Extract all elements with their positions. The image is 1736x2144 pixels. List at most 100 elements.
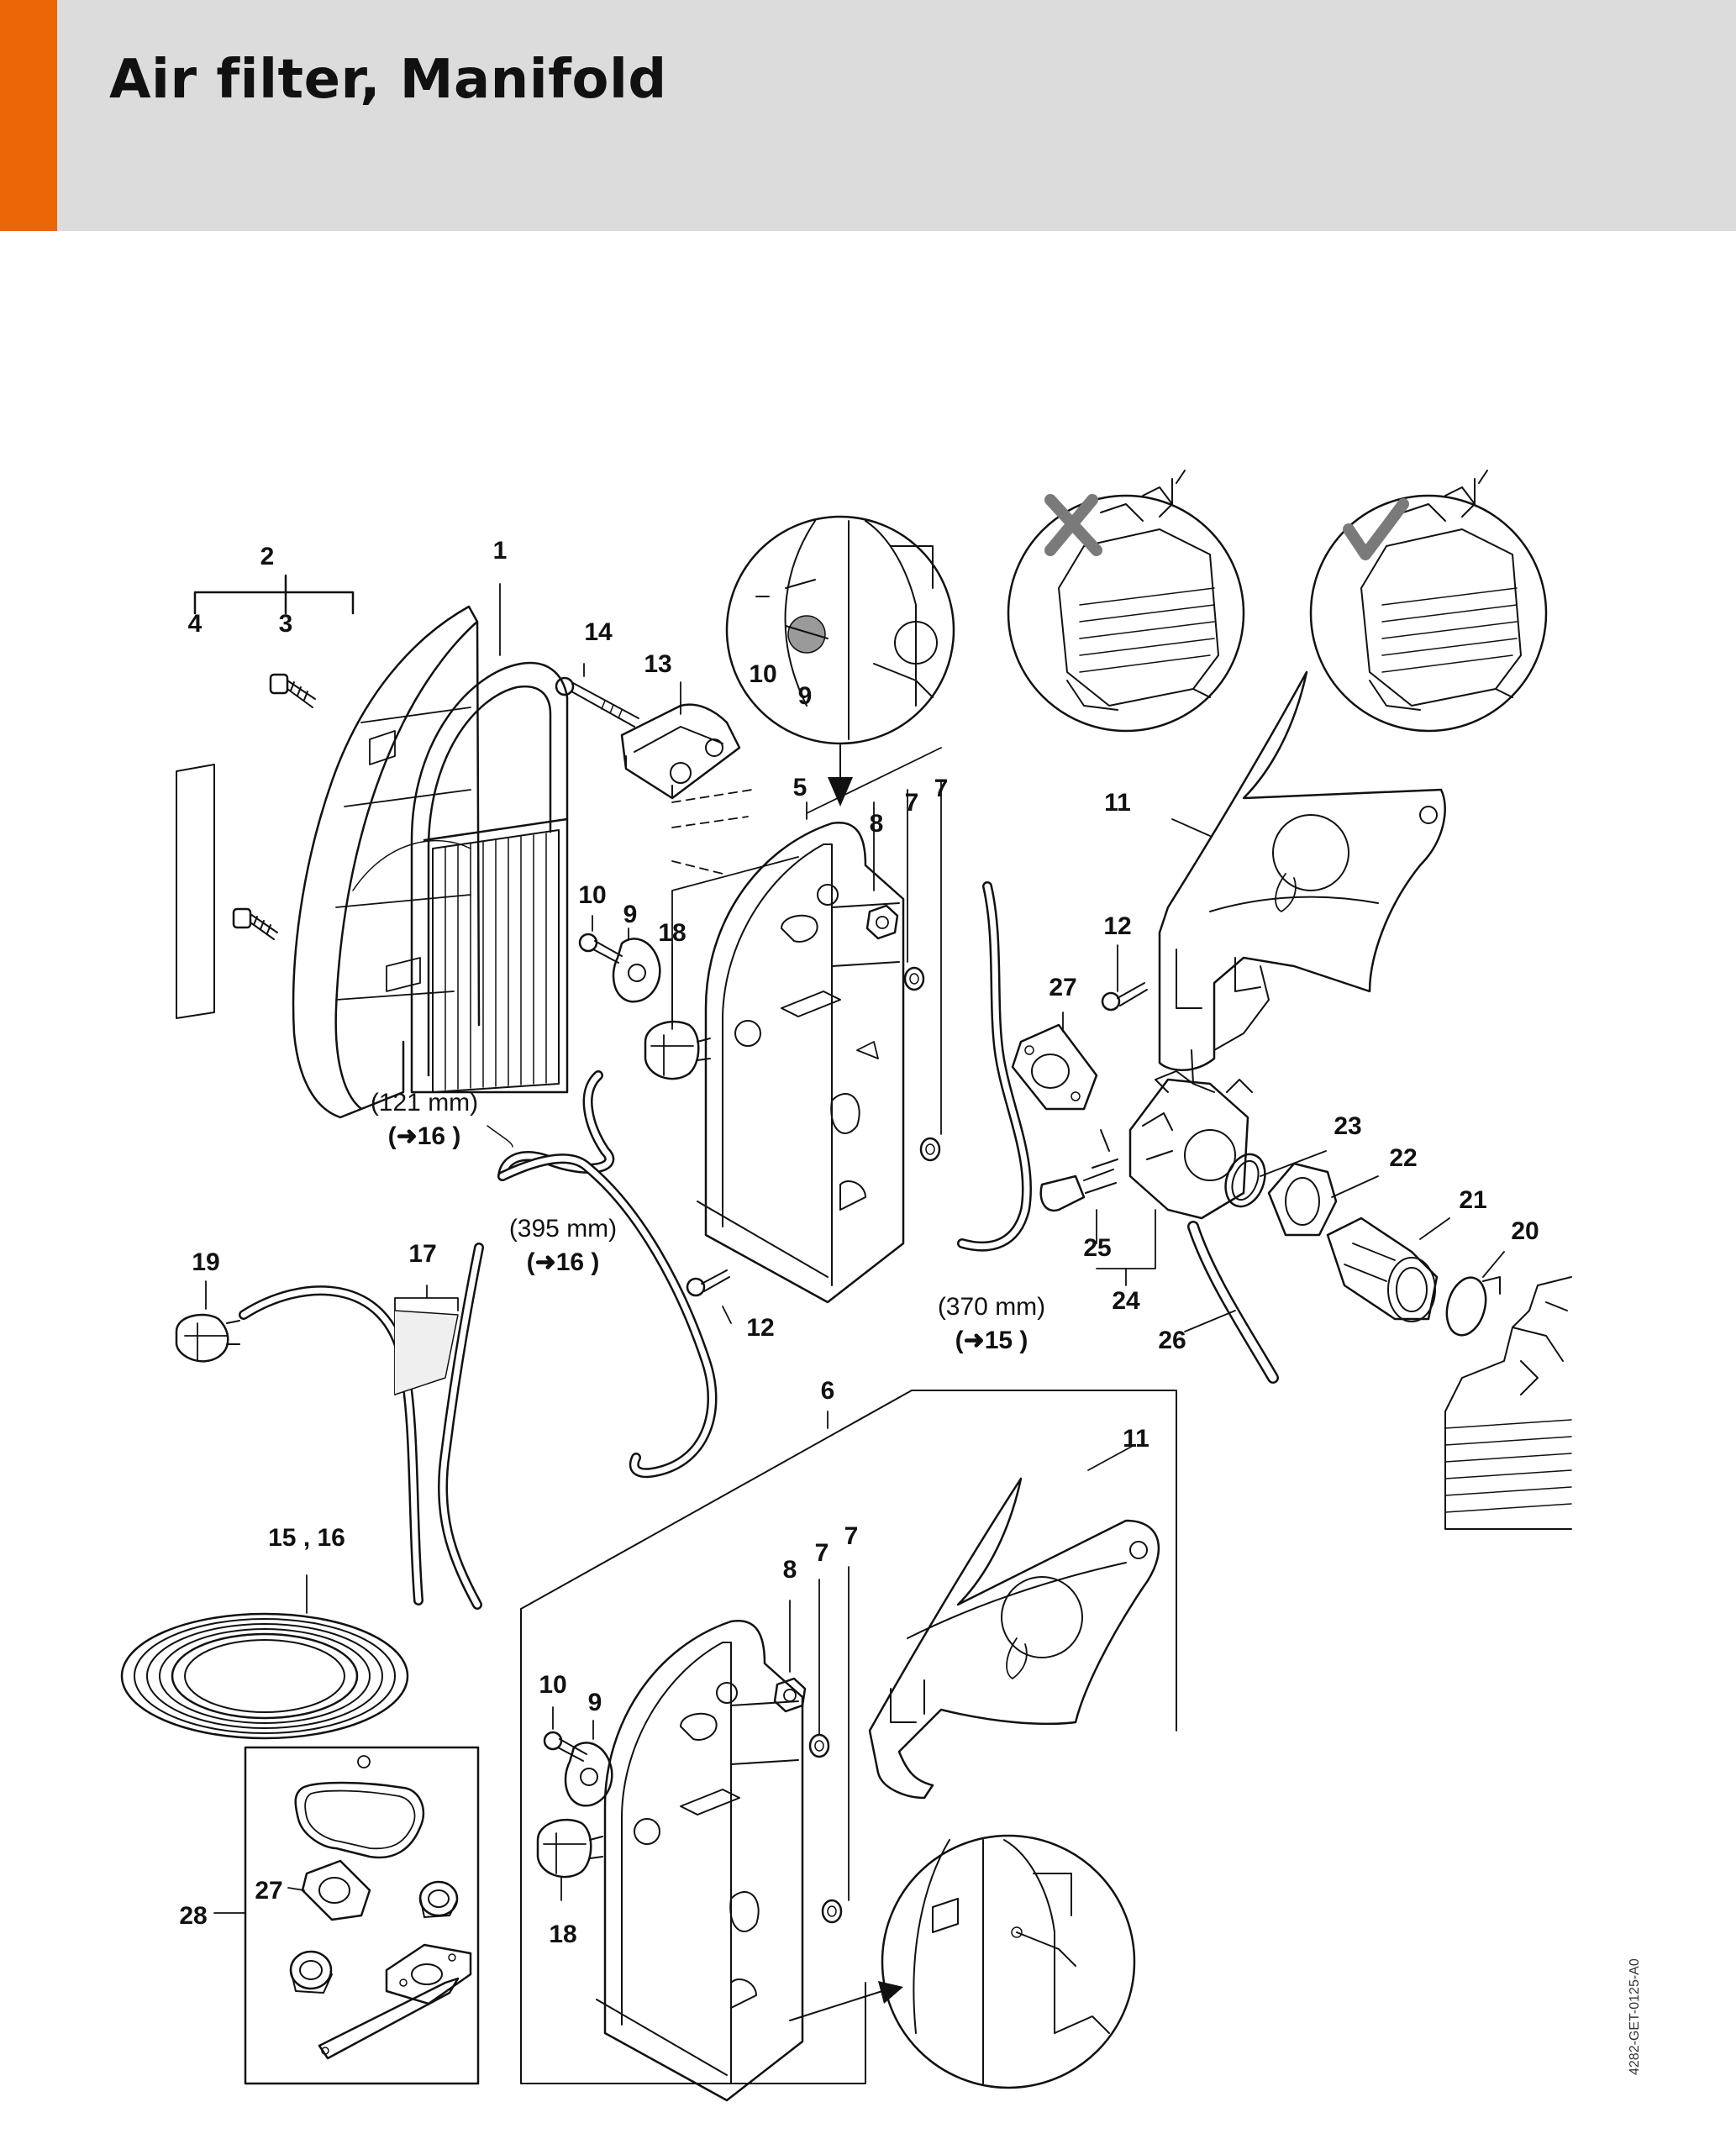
callout-8-lower: 8 bbox=[783, 1556, 797, 1584]
page-title: Air filter, Manifold bbox=[109, 49, 667, 111]
callout-12-lower: 12 bbox=[746, 1314, 774, 1342]
part-22-flange bbox=[1267, 1162, 1338, 1237]
part-9-plate-upper bbox=[612, 938, 661, 1003]
hose-121mm bbox=[497, 1070, 615, 1181]
part-27-gasket-upper bbox=[1011, 1023, 1098, 1111]
part-12-screw-upper bbox=[1101, 982, 1148, 1012]
part-5-carburetor-box-lower bbox=[596, 1619, 804, 2102]
drawing-code: 4282-GET-0125-A0 bbox=[1628, 1958, 1642, 2075]
part-15-16-coiled-hose bbox=[120, 1612, 409, 1740]
hose-395-length: (395 mm) bbox=[509, 1215, 617, 1243]
part-23-ring bbox=[1224, 1153, 1266, 1208]
part-11-shield-lower bbox=[868, 1477, 1160, 1800]
callout-12-upper: 12 bbox=[1103, 912, 1131, 940]
part-20-clamp bbox=[1445, 1276, 1501, 1337]
callout-7-upper-b: 7 bbox=[934, 775, 949, 802]
hose-395-ref: (➜16 ) bbox=[527, 1248, 600, 1276]
x-mark-icon bbox=[1044, 494, 1102, 556]
part-21-manifold bbox=[1326, 1217, 1439, 1322]
part-7-grommet-lower-a bbox=[808, 1733, 830, 1758]
callout-18-lower: 18 bbox=[549, 1921, 576, 1948]
callout-24: 24 bbox=[1112, 1287, 1140, 1315]
detail-circle-wrong bbox=[1007, 470, 1245, 733]
callout-9-upper: 9 bbox=[623, 901, 638, 928]
callout-18-upper: 18 bbox=[658, 919, 686, 947]
part-1-air-filter bbox=[410, 661, 569, 1094]
callout-10-lower: 10 bbox=[539, 1671, 566, 1699]
part-4-label-sticker bbox=[176, 764, 215, 1019]
part-28-kit-seal-left bbox=[289, 1950, 333, 1994]
callout-25: 25 bbox=[1083, 1234, 1111, 1262]
part-18-primer-upper bbox=[644, 1020, 711, 1080]
callout-11-upper: 11 bbox=[1104, 789, 1131, 817]
part-28-kit-tool bbox=[318, 1977, 460, 2060]
part-10-screw-upper bbox=[578, 933, 623, 964]
part-28-kit-gasket-large bbox=[294, 1755, 425, 1859]
callout-26: 26 bbox=[1158, 1327, 1186, 1354]
part-3-screw-lower bbox=[232, 907, 278, 940]
callout-6: 6 bbox=[821, 1377, 835, 1405]
callout-3: 3 bbox=[279, 610, 293, 638]
detail-circle-upper bbox=[725, 515, 955, 807]
detail-circle-lower bbox=[789, 1834, 1136, 2089]
hose-121-length: (121 mm) bbox=[371, 1089, 478, 1117]
callout-19: 19 bbox=[192, 1248, 219, 1276]
hose-notes: (121 mm) (➜16 ) (395 mm) (➜16 ) (370 mm)… bbox=[371, 1089, 1045, 1354]
part-12-screw-lower bbox=[686, 1269, 730, 1297]
part-7-grommet-upper-b bbox=[919, 1137, 941, 1162]
header-accent-bar bbox=[0, 0, 57, 231]
callout-10-upper: 10 bbox=[578, 881, 606, 909]
callout-27-kit: 27 bbox=[255, 1877, 282, 1905]
part-24-carburetor bbox=[1092, 1070, 1253, 1220]
callout-7-lower-b: 7 bbox=[844, 1522, 859, 1550]
callout-14: 14 bbox=[584, 618, 613, 646]
callout-9-lower: 9 bbox=[588, 1689, 602, 1716]
part-18-primer-lower bbox=[536, 1818, 603, 1879]
callout-23: 23 bbox=[1334, 1112, 1361, 1140]
callout-9-detail: 9 bbox=[798, 682, 813, 710]
hose-370mm bbox=[957, 881, 1033, 1252]
callout-21: 21 bbox=[1459, 1186, 1486, 1214]
part-26-fuel-hose bbox=[1187, 1221, 1279, 1384]
callout-17: 17 bbox=[408, 1240, 436, 1268]
engine-cylinder-partial bbox=[1444, 1276, 1572, 1530]
callout-13: 13 bbox=[644, 650, 671, 678]
part-17-fuel-hose-set bbox=[239, 1243, 484, 1610]
callout-5: 5 bbox=[793, 774, 808, 801]
part-19-primer-bulb bbox=[175, 1313, 240, 1363]
detail-circle-right bbox=[1309, 470, 1548, 733]
part-13-bracket bbox=[620, 703, 741, 800]
part-5-carburetor-box-upper bbox=[697, 821, 905, 1304]
part-27-gasket-kit bbox=[301, 1859, 371, 1921]
part-3-screw-upper bbox=[269, 673, 316, 708]
hose-121-ref: (➜16 ) bbox=[388, 1122, 461, 1150]
part-6-assembly-box bbox=[520, 1390, 1177, 2084]
part-7-grommet-lower-b bbox=[821, 1899, 843, 1924]
part-2-filter-cover bbox=[292, 605, 481, 1119]
part-28-repair-kit-box bbox=[244, 1746, 480, 2085]
part-28-kit-seal-right bbox=[418, 1880, 459, 1918]
hose-395mm bbox=[497, 1153, 718, 1479]
part-28-kit-gasket-small bbox=[385, 1943, 472, 2005]
callout-8-upper: 8 bbox=[870, 810, 884, 838]
callout-15-16: 15 , 16 bbox=[268, 1524, 345, 1552]
part-14-bolt bbox=[555, 676, 639, 728]
callout-4: 4 bbox=[188, 610, 203, 638]
part-25-adjust-knob bbox=[1039, 1169, 1117, 1212]
callout-11-lower: 11 bbox=[1123, 1425, 1149, 1453]
check-mark-icon bbox=[1343, 498, 1409, 560]
hose-370-length: (370 mm) bbox=[938, 1293, 1045, 1321]
part-9-plate-lower bbox=[564, 1742, 613, 1807]
callout-22: 22 bbox=[1389, 1144, 1417, 1172]
header-band bbox=[0, 0, 1736, 231]
callout-7-lower-a: 7 bbox=[815, 1539, 829, 1567]
callout-27-upper: 27 bbox=[1049, 974, 1076, 1001]
part-10-screw-lower bbox=[543, 1731, 587, 1762]
hose-370-ref: (➜15 ) bbox=[955, 1327, 1028, 1354]
callout-10-detail: 10 bbox=[749, 660, 776, 688]
callout-labels: 1 2 3 4 14 13 10 9 5 7 7 8 11 10 9 18 12… bbox=[179, 537, 1539, 1948]
callout-28: 28 bbox=[179, 1902, 207, 1930]
part-8-nut-lower bbox=[773, 1677, 807, 1713]
part-8-nut-upper bbox=[865, 904, 899, 940]
